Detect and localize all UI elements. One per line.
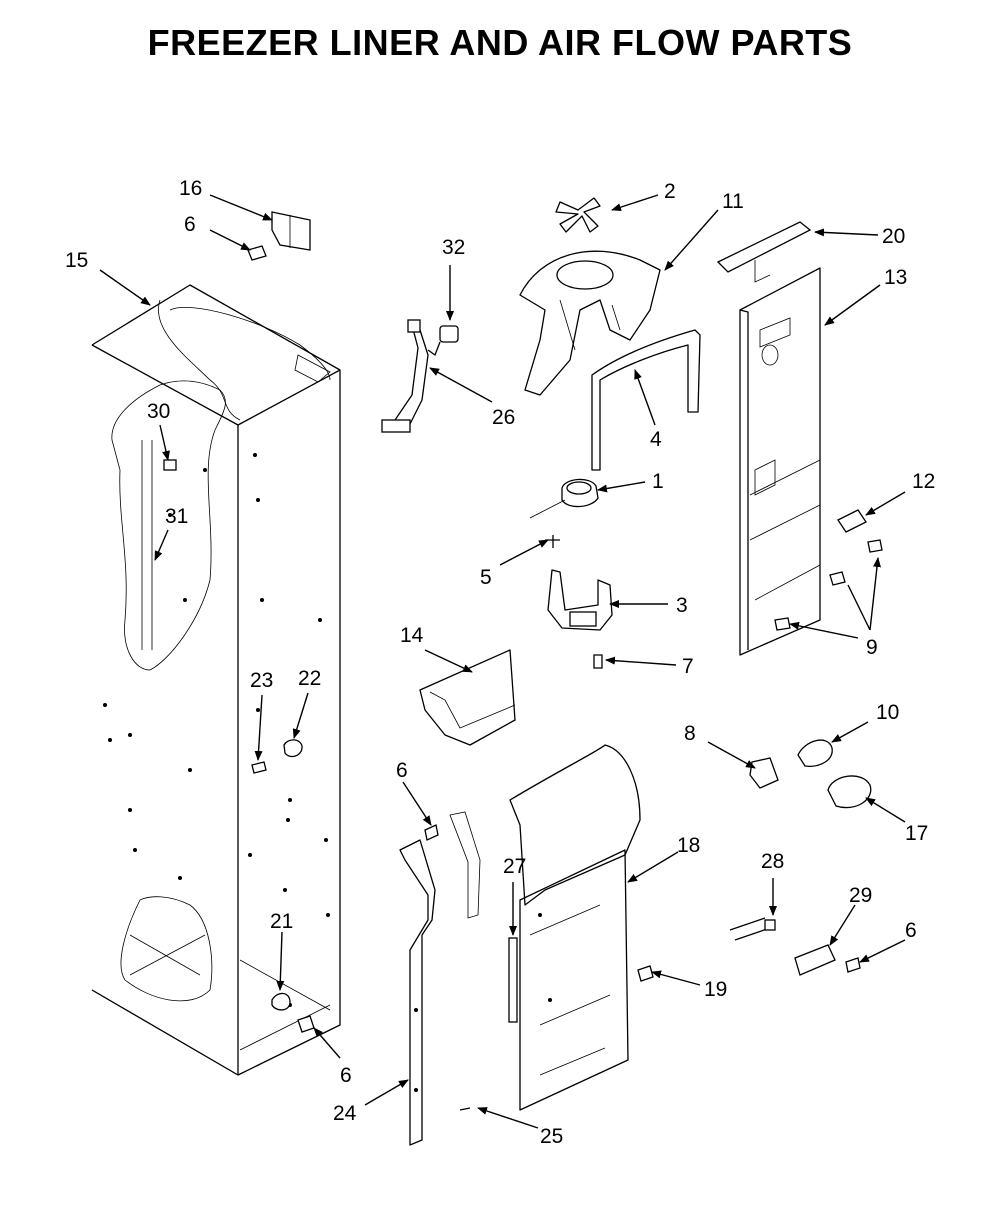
part-1-fan-motor bbox=[529, 478, 599, 519]
part-24-rail bbox=[399, 811, 481, 1146]
callout-31: 31 bbox=[165, 505, 188, 528]
callout-6: 6 bbox=[184, 213, 196, 236]
callout-18: 18 bbox=[677, 834, 700, 857]
callout-12: 12 bbox=[912, 470, 935, 493]
part-6-screw-top bbox=[247, 245, 267, 261]
part-8-socket bbox=[749, 757, 779, 789]
part-7-screw bbox=[593, 654, 603, 669]
part-12-damper-clip bbox=[837, 509, 867, 533]
part-10-light-bulb bbox=[797, 739, 833, 767]
callout-28: 28 bbox=[761, 850, 784, 873]
part-15-freezer-liner bbox=[91, 284, 341, 1076]
callout-11: 11 bbox=[722, 190, 744, 213]
callout-19: 19 bbox=[704, 978, 727, 1001]
part-28-wire-connector bbox=[729, 917, 776, 941]
callout-17: 17 bbox=[905, 822, 928, 845]
part-32-grommet bbox=[439, 325, 459, 343]
callout-6: 6 bbox=[396, 759, 408, 782]
callout-8: 8 bbox=[684, 722, 696, 745]
part-26-wire-harness bbox=[381, 319, 441, 433]
part-25-screw bbox=[459, 1107, 471, 1111]
callout-22: 22 bbox=[298, 667, 321, 690]
callout-14: 14 bbox=[400, 624, 424, 647]
callout-6: 6 bbox=[340, 1064, 352, 1087]
callout-25: 25 bbox=[540, 1125, 563, 1148]
callout-27: 27 bbox=[503, 855, 526, 878]
part-19-screw bbox=[637, 965, 654, 982]
part-2-fan-blade bbox=[555, 197, 601, 233]
part-21-clip bbox=[271, 992, 291, 1011]
callout-24: 24 bbox=[333, 1102, 357, 1125]
callout-16: 16 bbox=[179, 177, 202, 200]
callout-5: 5 bbox=[480, 566, 492, 589]
part-6-screw-middle bbox=[424, 824, 439, 841]
callout-6: 6 bbox=[905, 919, 917, 942]
callout-10: 10 bbox=[876, 701, 899, 724]
callout-21: 21 bbox=[270, 910, 293, 933]
part-18-duct-housing bbox=[509, 744, 641, 1111]
part-5-mounting-bracket bbox=[545, 535, 560, 548]
part-29-thermistor bbox=[794, 944, 836, 976]
part-23-screw bbox=[251, 761, 267, 774]
leader-lines bbox=[99, 194, 906, 1129]
callout-1: 1 bbox=[652, 470, 664, 493]
callout-13: 13 bbox=[884, 266, 907, 289]
callout-15: 15 bbox=[65, 249, 88, 272]
callout-23: 23 bbox=[250, 669, 273, 692]
part-6-screw-bottom bbox=[297, 1015, 315, 1033]
part-30-screw bbox=[163, 459, 177, 471]
part-16-bracket bbox=[271, 211, 311, 251]
callout-3: 3 bbox=[676, 594, 688, 617]
part-3-motor-bracket bbox=[547, 569, 613, 631]
part-27-seal bbox=[508, 937, 518, 1023]
part-17-light-cover bbox=[827, 775, 872, 809]
part-13-rear-panel bbox=[739, 267, 821, 656]
callout-labels: 16 6 15 32 2 11 20 13 26 4 30 31 1 12 5 … bbox=[65, 177, 935, 1148]
callout-2: 2 bbox=[664, 180, 676, 203]
callout-32: 32 bbox=[442, 236, 465, 259]
part-9-screws bbox=[774, 539, 883, 631]
part-4-gasket bbox=[591, 329, 701, 471]
part-6-screw-right bbox=[845, 957, 861, 973]
callout-4: 4 bbox=[650, 428, 662, 451]
part-14-air-duct bbox=[419, 649, 516, 746]
callout-9: 9 bbox=[866, 636, 878, 659]
part-11-fan-shroud bbox=[519, 250, 661, 396]
part-22-grommet bbox=[283, 739, 303, 758]
callout-20: 20 bbox=[882, 225, 905, 248]
callout-29: 29 bbox=[849, 884, 872, 907]
part-20-strip bbox=[716, 221, 812, 283]
callout-26: 26 bbox=[492, 406, 515, 429]
callout-30: 30 bbox=[147, 400, 170, 423]
callout-7: 7 bbox=[682, 655, 694, 678]
diagram-title: FREEZER LINER AND AIR FLOW PARTS bbox=[147, 22, 853, 63]
